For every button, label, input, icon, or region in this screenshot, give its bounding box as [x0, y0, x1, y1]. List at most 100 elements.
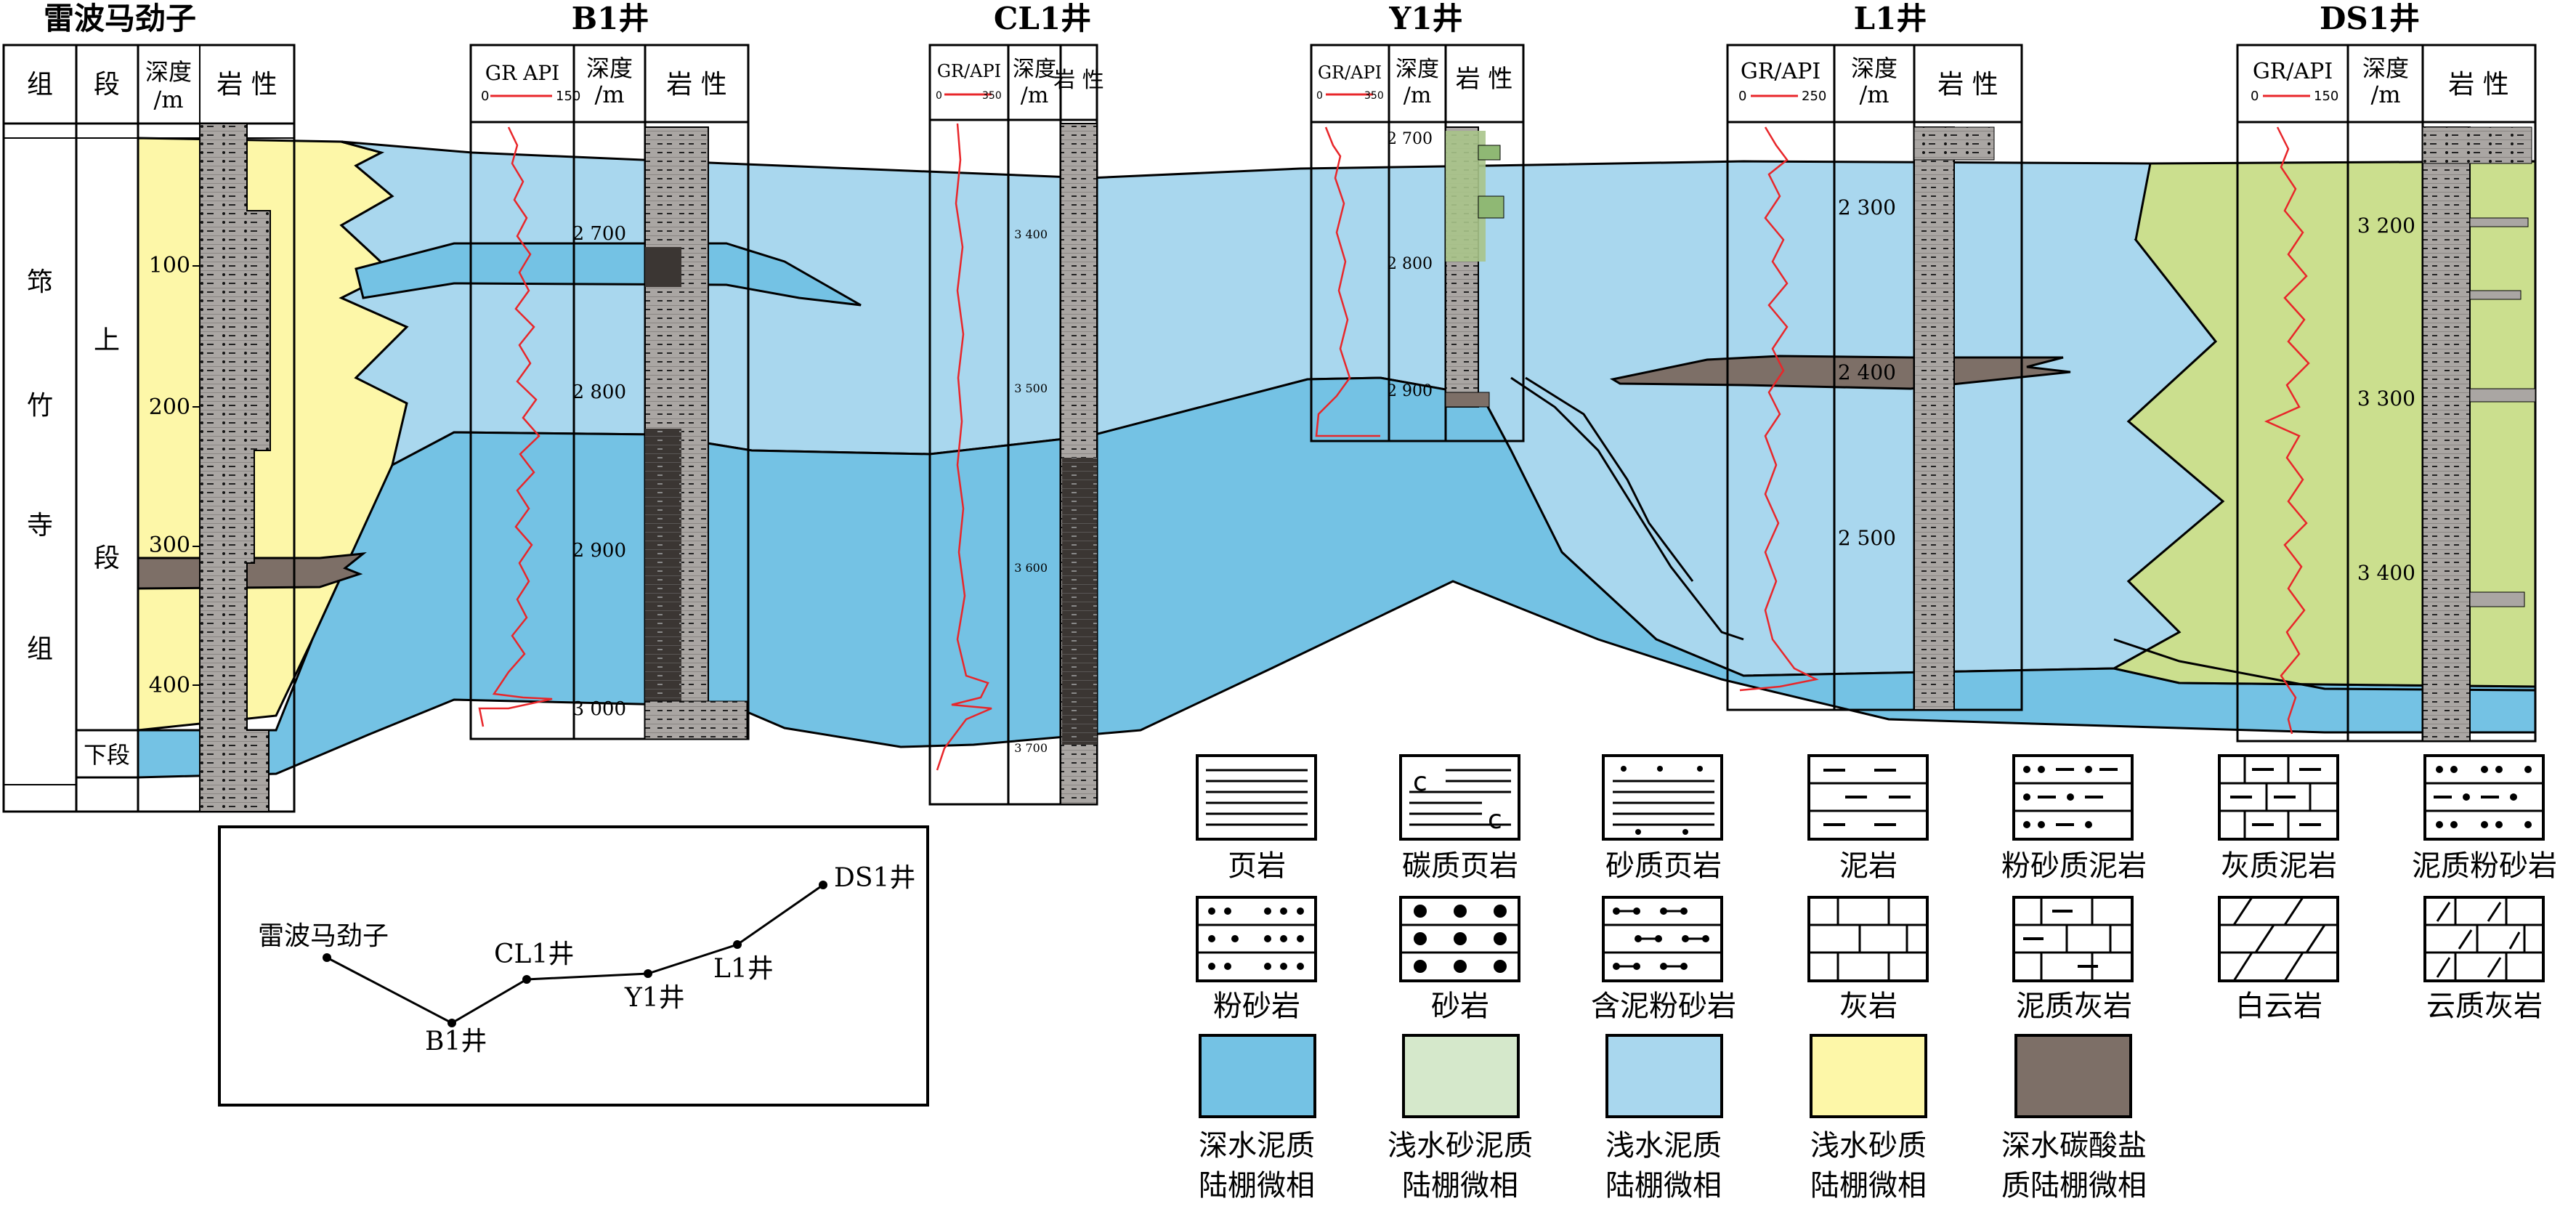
- header-depth: 深度/m: [586, 54, 633, 108]
- header-gr: GR/API: [1318, 62, 1382, 83]
- legend-label-argillaceous-limestone: 泥质灰岩: [2016, 990, 2132, 1023]
- header-formation: 组: [27, 70, 53, 100]
- svg-text:2 300: 2 300: [1838, 195, 1896, 219]
- header-lithology: 岩 性: [1053, 68, 1104, 93]
- legend-label-calcareous-mudstone: 灰质泥岩: [2221, 849, 2337, 883]
- legend-label-mudstone: 泥岩: [1839, 849, 1897, 883]
- svg-text:2 800: 2 800: [572, 381, 626, 403]
- map-label-l1: L1井: [713, 954, 774, 984]
- legend-facies-label-4a: 浅水砂质: [1810, 1129, 1927, 1162]
- upper-member-char-1: 上: [94, 326, 120, 355]
- header-lithology: 岩 性: [666, 70, 726, 100]
- svg-text:2 900: 2 900: [1387, 382, 1433, 400]
- lithology-column: [2422, 126, 2471, 742]
- legend-label-argillaceous-siltstone: 泥质粉砂岩: [2412, 849, 2557, 883]
- header-lithology: 岩 性: [1937, 70, 1998, 100]
- gr-curve: [478, 126, 553, 727]
- svg-text:3 000: 3 000: [572, 698, 626, 720]
- svg-text:0: 0: [481, 89, 489, 104]
- depth-ticks: 2 700 2 800 2 900: [1387, 130, 1433, 400]
- svg-text:2 500: 2 500: [1838, 526, 1896, 550]
- legend-swatch-argillaceous-limestone: [2012, 896, 2134, 982]
- svg-text:250: 250: [1802, 89, 1826, 104]
- svg-text:2 400: 2 400: [1838, 360, 1896, 384]
- upper-member-char-2: 段: [94, 543, 120, 573]
- map-label-ds1: DS1井: [834, 863, 915, 893]
- legend-label-dolomitic-limestone: 云质灰岩: [2426, 990, 2543, 1023]
- well-leibo: 雷波马劲子 组 段 深度/m 岩 性 筇 竹 寺 组 上 段 下段 100 20…: [2, 1, 296, 813]
- svg-text:0: 0: [1316, 90, 1323, 102]
- lithology-column: [199, 123, 271, 812]
- svg-text:2 900: 2 900: [572, 540, 626, 562]
- depth-ticks: 2 300 2 400 2 500: [1838, 195, 1896, 550]
- legend-facies-label-3a: 浅水泥质: [1605, 1129, 1722, 1162]
- legend-swatch-siltstone: [1196, 896, 1317, 982]
- header-lithology: 岩 性: [216, 70, 277, 100]
- depth-ticks: 3 200 3 300 3 400: [2357, 214, 2415, 585]
- legend-label-carbon-shale: 碳质页岩: [1402, 849, 1518, 883]
- well-title: CL1井: [994, 1, 1091, 36]
- legend-label-muddy-siltstone: 含泥粉砂岩: [1591, 990, 1736, 1023]
- svg-text:3 700: 3 700: [1014, 741, 1048, 755]
- svg-text:200: 200: [149, 395, 190, 420]
- legend-label-silty-mudstone: 粉砂质泥岩: [2001, 849, 2147, 883]
- legend-facies-label-5a: 深水碳酸盐: [2001, 1129, 2147, 1162]
- svg-text:c: c: [1488, 805, 1502, 835]
- map-label-y1: Y1井: [624, 983, 685, 1013]
- well-y1: Y1井 GR/API 0 350 深度/m 岩 性 2 700 2 800 2 …: [1310, 1, 1525, 442]
- header-gr: GR/API: [937, 61, 1001, 81]
- header-member: 段: [94, 70, 120, 100]
- svg-text:3 400: 3 400: [2357, 561, 2415, 585]
- well-title: B1井: [572, 1, 649, 36]
- legend-label-sandy-shale: 砂质页岩: [1605, 849, 1722, 883]
- header-lithology: 岩 性: [2448, 70, 2508, 100]
- lithology-column: [1913, 126, 1955, 711]
- legend-label-shale: 页岩: [1228, 849, 1286, 883]
- header-depth: 深度/m: [1396, 57, 1439, 108]
- formation-char-1: 筇: [27, 267, 53, 297]
- svg-text:2 800: 2 800: [1387, 255, 1433, 273]
- well-l1: L1井 GR/API 0 250 深度/m 岩 性 2 300 2 400 2 …: [1726, 1, 2023, 711]
- svg-text:3 500: 3 500: [1014, 381, 1048, 395]
- svg-text:2 700: 2 700: [572, 223, 626, 245]
- well-title: L1井: [1854, 1, 1927, 36]
- map-label-cl1: CL1井: [494, 939, 574, 969]
- depth-ticks: 2 700 2 800 2 900 3 000: [572, 223, 626, 720]
- location-map: 雷波马劲子 B1井 CL1井 Y1井 L1井 DS1井: [218, 825, 929, 1107]
- legend-swatch-argillaceous-siltstone: [2423, 754, 2545, 841]
- svg-text:c: c: [1413, 767, 1427, 797]
- legend-label-sandstone: 砂岩: [1431, 990, 1489, 1023]
- gr-curve: [1315, 126, 1380, 437]
- gr-curve: [1739, 126, 1819, 692]
- header-depth: 深度/m: [1851, 54, 1897, 108]
- header-gr: GR/API: [2253, 59, 2333, 84]
- gr-curve: [2264, 126, 2310, 735]
- legend-facies-label-3b: 陆棚微相: [1605, 1169, 1722, 1202]
- depth-ticks: 100 200 300 400: [149, 253, 200, 698]
- svg-text:350: 350: [1364, 90, 1384, 102]
- legend-label-siltstone: 粉砂岩: [1213, 990, 1300, 1023]
- facies-carbonate-leibo: [137, 552, 367, 590]
- svg-text:0: 0: [936, 90, 942, 102]
- svg-text:2 700: 2 700: [1387, 130, 1433, 148]
- legend-facies-label-1b: 陆棚微相: [1199, 1169, 1315, 1202]
- svg-text:300: 300: [149, 533, 190, 558]
- svg-text:3 400: 3 400: [1014, 227, 1048, 241]
- legend-swatch-mudstone: [1807, 754, 1929, 841]
- formation-char-4: 组: [27, 634, 53, 664]
- gr-curve: [936, 123, 992, 771]
- map-label-b1: B1井: [425, 1027, 487, 1056]
- legend-facies-swatch-shallow-sand: [1810, 1034, 1927, 1118]
- legend-label-dolomite: 白云岩: [2235, 990, 2322, 1023]
- legend-facies-label-5b: 质陆棚微相: [2001, 1169, 2147, 1202]
- formation-char-3: 寺: [27, 511, 53, 541]
- lower-member: 下段: [84, 741, 130, 769]
- header-depth: 深度/m: [1013, 57, 1056, 108]
- legend-facies-swatch-shallow-sandmud: [1402, 1034, 1520, 1118]
- legend-facies-label-1a: 深水泥质: [1199, 1129, 1315, 1162]
- legend-facies-label-2a: 浅水砂泥质: [1388, 1129, 1533, 1162]
- header-lithology: 岩 性: [1456, 65, 1513, 94]
- well-title: 雷波马劲子: [44, 1, 196, 36]
- svg-text:3 600: 3 600: [1014, 561, 1048, 575]
